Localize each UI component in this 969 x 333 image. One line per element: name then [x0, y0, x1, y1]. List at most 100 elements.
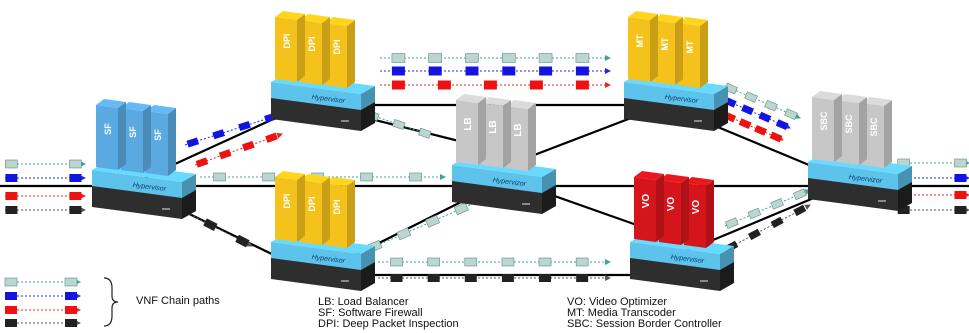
bottom-black — [378, 274, 611, 282]
server-led — [878, 200, 886, 202]
vnf-block-side — [650, 14, 658, 82]
packet — [758, 111, 772, 123]
vnf-block-side — [700, 20, 708, 88]
vnf-block-top — [659, 174, 689, 183]
egress-black — [897, 206, 969, 214]
vnf-block — [275, 177, 297, 242]
vnf-block — [481, 103, 503, 168]
packet — [5, 306, 17, 314]
chain-paths-label: VNF Chain paths — [136, 295, 220, 307]
hypervisor-front — [271, 82, 361, 110]
packet — [775, 119, 789, 131]
vnf-label: MT — [685, 40, 695, 53]
packet — [428, 53, 443, 63]
packet — [390, 274, 403, 282]
packet — [4, 277, 18, 287]
vnf-block-top — [481, 97, 511, 106]
vnf-block-top — [275, 171, 305, 180]
packet — [391, 80, 405, 90]
vnf-block-side — [347, 180, 355, 248]
packet — [897, 206, 910, 214]
hypervisor-front — [452, 165, 542, 193]
vnf-block — [121, 108, 143, 173]
packet — [235, 234, 250, 248]
packet — [203, 218, 218, 231]
hypervisor-label: Hypervisor — [664, 94, 699, 105]
packet — [792, 188, 807, 201]
packet — [212, 129, 225, 140]
vnf-block-side — [503, 100, 511, 168]
packet — [427, 274, 440, 282]
vnf-block — [96, 105, 118, 170]
ingress-red — [5, 192, 86, 200]
vnf-label: VO — [666, 197, 677, 212]
abbr-mt: MT: Media Transcoder — [567, 307, 676, 319]
vnf-block-side — [118, 102, 126, 170]
vnf-label: VO — [691, 200, 702, 215]
packet — [5, 319, 17, 327]
server-side — [361, 261, 375, 291]
server-front — [271, 257, 361, 291]
hypervisor-front — [630, 242, 720, 270]
server-led — [700, 280, 708, 282]
packet — [186, 137, 200, 148]
packet — [539, 66, 553, 76]
vnf-block — [628, 17, 650, 82]
vnf-block-top — [837, 94, 867, 103]
vnf-block-top — [300, 14, 330, 23]
packet — [242, 140, 255, 152]
server-front — [624, 97, 714, 131]
server-front — [630, 257, 720, 291]
packet — [465, 53, 479, 63]
vnf-label: VO — [641, 194, 652, 209]
packet — [744, 91, 758, 103]
vnf-block-side — [859, 97, 867, 165]
vnf-block-side — [834, 94, 842, 162]
vnf-block-side — [322, 17, 330, 85]
packet — [5, 174, 18, 182]
packet — [793, 204, 807, 217]
vnf-label: LB — [488, 120, 499, 133]
vnf-block-top — [275, 11, 305, 20]
legend-teal — [4, 277, 81, 287]
server-led — [522, 203, 530, 205]
packet — [464, 257, 478, 267]
vnf-block-side — [347, 20, 355, 88]
packet — [502, 66, 516, 76]
vnf-block-top — [653, 14, 683, 23]
vnf-block-side — [297, 174, 305, 242]
hypervisor-front — [92, 170, 182, 198]
hypervisor-front — [271, 242, 361, 270]
server-side — [714, 101, 728, 131]
packet — [764, 99, 778, 112]
packet — [238, 120, 251, 131]
vnf-block-side — [656, 174, 664, 242]
server-front — [271, 97, 361, 131]
vnf-block-side — [706, 180, 714, 248]
hypervisor-front — [624, 82, 714, 110]
server-led — [341, 120, 349, 122]
packet — [724, 217, 739, 229]
hypervisor-front — [808, 162, 898, 190]
packet — [954, 158, 967, 168]
server-side — [361, 101, 375, 131]
vnf-label: LB — [463, 117, 474, 130]
vnf-label: DPI — [282, 33, 292, 48]
packet — [747, 228, 761, 241]
packet — [5, 159, 18, 169]
packet — [576, 274, 589, 282]
mt-sbc-red — [723, 111, 784, 143]
vnf-block — [678, 23, 700, 88]
packet — [501, 274, 514, 282]
vnf-label: SF — [153, 129, 163, 141]
packet — [409, 172, 422, 182]
server-nodes: HypervisorSFSFSFHypervisorDPIDPIDPIHyper… — [92, 11, 912, 291]
vnf-label: DPI — [307, 36, 317, 51]
vnf-block — [812, 97, 834, 162]
bottom-teal — [378, 257, 611, 267]
packet — [418, 127, 432, 139]
